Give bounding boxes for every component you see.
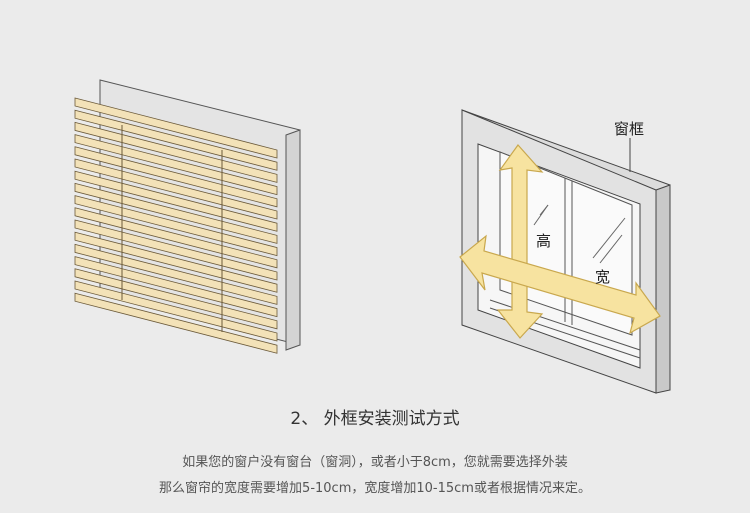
blind-slat [74,170,278,232]
height-label: 高 [536,232,552,250]
blind-slat [74,280,278,342]
description-line-2: 那么窗帘的宽度需要增加5-10cm，宽度增加10-15cm或者根据情况来定。 [159,481,591,496]
blind-slat [74,182,278,244]
blind-slat [74,97,278,159]
blind-slat [74,195,278,257]
description-line-1: 如果您的窗户没有窗台（窗洞），或者小于8cm，您就需要选择外装 [182,455,568,470]
blind-slat [74,256,278,318]
blind-slat [74,243,278,305]
blind-slat [74,146,278,208]
blind-slat [74,134,278,196]
blind-slat [74,231,278,293]
blind-slat [74,219,278,281]
window-illustration [459,109,671,394]
blind-illustration [74,79,301,354]
section-title: 2、 外框安装测试方式 [290,409,460,429]
height-arrow [496,144,544,339]
width-arrow [459,234,661,335]
blind-slat [74,121,278,183]
frame-label: 窗框 [614,120,645,138]
blind-slat [74,268,278,330]
blind-slat [74,109,278,171]
blind-slat [74,292,278,354]
width-label: 宽 [595,268,611,286]
blind-slat [74,158,278,220]
blind-slat [74,207,278,269]
